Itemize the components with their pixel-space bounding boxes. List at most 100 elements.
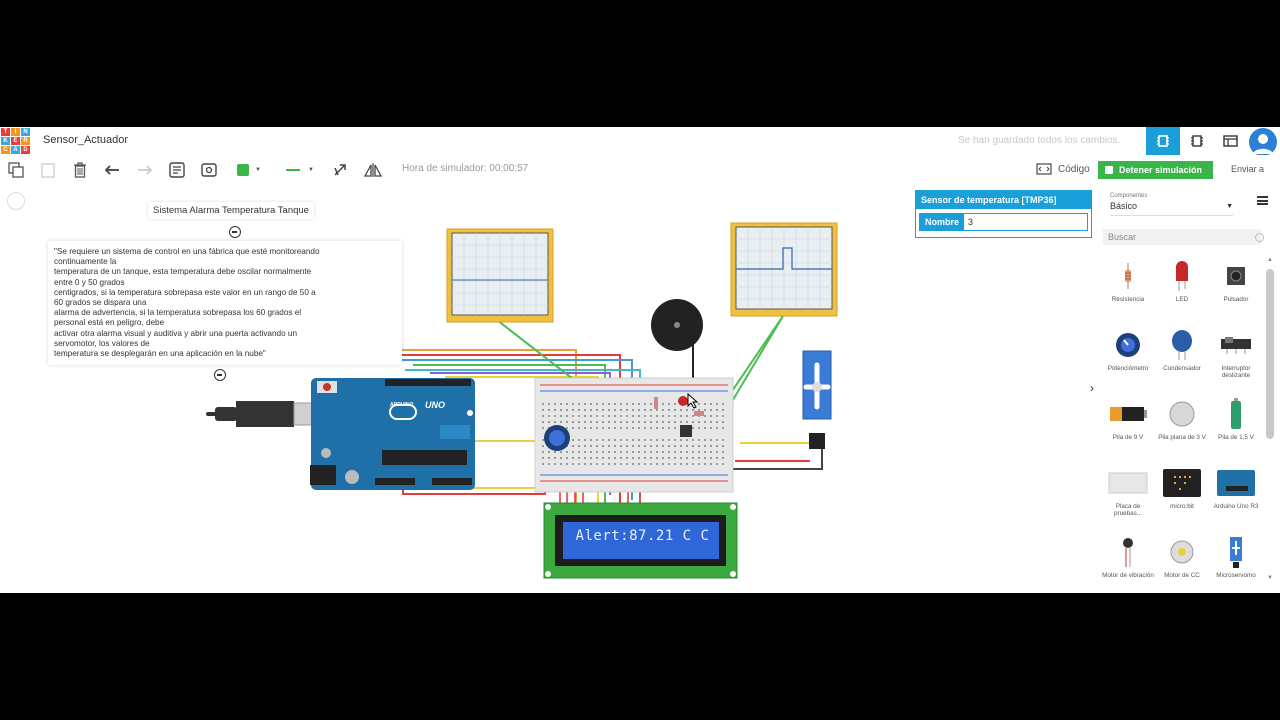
component-item[interactable]: Interruptor deslizante — [1209, 326, 1263, 395]
lcd-display[interactable] — [543, 502, 738, 579]
component-item[interactable]: Pila de 9 V — [1101, 395, 1155, 464]
note-line: temperatura se desplegarán en una aplica… — [54, 349, 266, 359]
component-item[interactable]: LED — [1155, 257, 1209, 326]
scroll-up-icon[interactable]: ▲ — [1267, 257, 1273, 263]
flip-button[interactable] — [363, 161, 383, 179]
arduino-brand-label: ARDUINO — [390, 402, 414, 408]
rotate-icon — [334, 164, 346, 176]
name-input[interactable]: 3 — [968, 217, 974, 227]
component-label: Pulsador — [1223, 296, 1249, 303]
component-item[interactable]: Microservomo — [1209, 533, 1263, 593]
component-item[interactable]: Pila plana de 3 V — [1155, 395, 1209, 464]
copy-icon — [8, 162, 24, 178]
components-category-value: Básico — [1110, 201, 1138, 211]
note-line: activar otra alarma visual y auditiva y … — [54, 328, 298, 338]
name-field[interactable]: Nombre 3 — [919, 213, 1088, 231]
toggle-notes-button[interactable] — [199, 161, 219, 179]
stop-simulation-button[interactable]: Detener simulación — [1098, 161, 1213, 179]
user-icon — [1253, 134, 1273, 154]
component-item[interactable]: Motor de vibración — [1101, 533, 1155, 593]
top-header: T I N K E R C A D Sensor_Actuador Se han… — [0, 127, 1280, 156]
circuit-canvas[interactable]: Sistema Alarma Temperatura Tanque "Se re… — [0, 185, 1094, 593]
component-item[interactable]: Placa de pruebas... — [1101, 464, 1155, 533]
component-label: Condensador — [1163, 365, 1201, 372]
component-item[interactable]: Pila de 1,5 V — [1209, 395, 1263, 464]
component-label: Potenciómetro — [1107, 365, 1149, 372]
eye-note-icon — [201, 163, 217, 177]
component-item[interactable]: micro:bit — [1155, 464, 1209, 533]
logo-cell: A — [11, 146, 20, 154]
slide-switch-icon — [1216, 326, 1256, 364]
copy-button[interactable] — [6, 161, 26, 179]
wire-line-icon — [286, 169, 301, 171]
save-status: Se han guardado todos los cambios. — [958, 135, 1121, 146]
note-description[interactable]: "Se requiere un sistema de control en un… — [48, 241, 402, 366]
chevron-down-icon: ▼ — [308, 167, 314, 173]
component-item[interactable]: Potenciómetro — [1101, 326, 1155, 395]
note-line: servomotor, los valores de — [54, 338, 150, 348]
undo-button[interactable] — [103, 161, 123, 179]
component-list-button[interactable] — [1180, 127, 1214, 155]
collapse-note-icon[interactable] — [229, 226, 241, 238]
tinkercad-app: T I N K E R C A D Sensor_Actuador Se han… — [0, 127, 1280, 593]
rotate-button[interactable] — [330, 161, 350, 179]
mouse-cursor-icon — [687, 393, 699, 409]
components-category-select[interactable]: Básico ▼ — [1110, 201, 1233, 216]
pushbutton-icon — [1216, 257, 1256, 295]
panel-toggle-icon[interactable]: › — [1090, 381, 1094, 395]
micro-servo[interactable] — [802, 350, 832, 449]
canvas-home-icon[interactable] — [7, 192, 25, 210]
lcd-text: Alert:87.21 C C — [575, 528, 710, 544]
components-search-input[interactable]: Buscar — [1103, 229, 1261, 245]
components-scrollbar[interactable] — [1266, 269, 1274, 439]
note-line: centigrados, si la temperatura sobrepasa… — [54, 287, 316, 297]
note-line: "Se requiere un sistema de control en un… — [54, 247, 320, 256]
component-item[interactable]: Motor de CC — [1155, 533, 1209, 593]
properties-header: Sensor de temperatura [TMP36] — [916, 191, 1091, 209]
stop-simulation-label: Detener simulación — [1119, 165, 1203, 175]
send-to-button[interactable]: Enviar a — [1231, 164, 1265, 174]
note-line: 60 grados se dispara una — [54, 298, 147, 308]
scroll-down-icon[interactable]: ▼ — [1267, 575, 1273, 581]
circuit-icon — [1157, 135, 1169, 147]
schematic-icon — [1222, 135, 1238, 147]
list-view-icon[interactable] — [1257, 196, 1268, 205]
notes-button[interactable] — [167, 161, 187, 179]
oscilloscope-left[interactable] — [446, 228, 554, 323]
component-item[interactable]: Arduino Uno R3 — [1209, 464, 1263, 533]
piezo-buzzer[interactable] — [651, 299, 703, 351]
undo-icon — [105, 165, 119, 175]
component-item[interactable]: Pulsador — [1209, 257, 1263, 326]
breadboard[interactable] — [534, 377, 734, 493]
led-icon — [1162, 257, 1202, 295]
properties-panel: Sensor de temperatura [TMP36] Nombre 3 — [915, 190, 1092, 238]
battery-aa-icon — [1216, 395, 1256, 433]
logo-cell: D — [21, 146, 30, 154]
circuit-view-button[interactable] — [1146, 127, 1180, 155]
note-icon — [169, 162, 185, 178]
delete-button[interactable] — [70, 161, 90, 179]
oscilloscope-right[interactable] — [730, 222, 838, 317]
component-item[interactable]: Condensador — [1155, 326, 1209, 395]
redo-button[interactable] — [134, 161, 154, 179]
search-icon — [1255, 233, 1264, 242]
component-label: Pila de 1,5 V — [1218, 434, 1254, 441]
note-title[interactable]: Sistema Alarma Temperatura Tanque — [148, 202, 314, 219]
collapse-note-icon[interactable] — [214, 369, 226, 381]
user-avatar[interactable] — [1249, 128, 1277, 156]
resistor-icon — [1108, 257, 1148, 295]
component-label: Resistencia — [1111, 296, 1145, 303]
wire-type-picker[interactable]: ▼ — [282, 161, 318, 179]
arduino-uno[interactable] — [310, 378, 475, 490]
paste-button[interactable] — [38, 161, 58, 179]
schematic-view-button[interactable] — [1213, 127, 1247, 155]
code-label: Código — [1058, 163, 1090, 175]
component-item[interactable]: Resistencia — [1101, 257, 1155, 326]
flip-icon — [364, 163, 382, 177]
code-button[interactable]: Código — [1036, 160, 1090, 178]
design-title[interactable]: Sensor_Actuador — [43, 134, 128, 146]
tinkercad-logo[interactable]: T I N K E R C A D — [1, 128, 30, 154]
trash-icon — [74, 162, 86, 178]
chip-icon — [1191, 135, 1203, 147]
color-picker[interactable]: ▼ — [234, 161, 264, 179]
